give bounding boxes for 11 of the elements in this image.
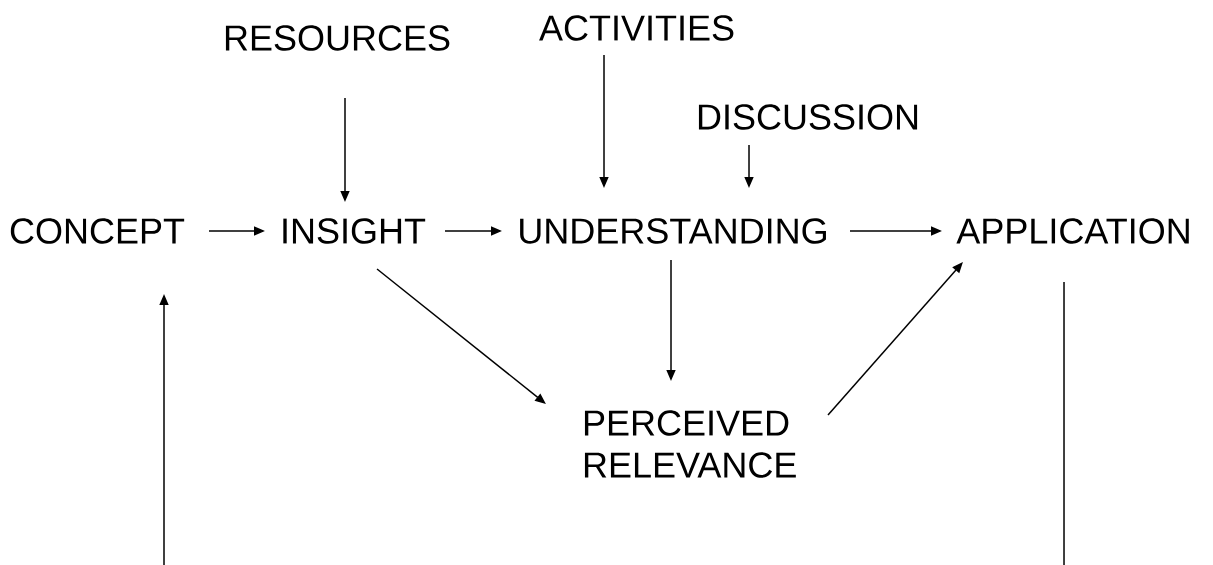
- stage-label: DISCUSSION: [698, 104, 918, 130]
- line: [1063, 281, 1065, 565]
- stage-label: CONCEPT: [10, 218, 185, 244]
- stage-label: INSIGHT: [283, 218, 426, 244]
- stage-label: PERCEIVED RELEVANCE: [584, 410, 796, 478]
- stage-label: UNDERSTANDING: [520, 218, 826, 244]
- arrow: [827, 262, 963, 416]
- stage-label: APPLICATION: [956, 218, 1189, 244]
- stage-label: RESOURCES: [225, 25, 450, 51]
- arrow: [376, 268, 546, 404]
- stage-label: ACTIVITIES: [539, 15, 734, 41]
